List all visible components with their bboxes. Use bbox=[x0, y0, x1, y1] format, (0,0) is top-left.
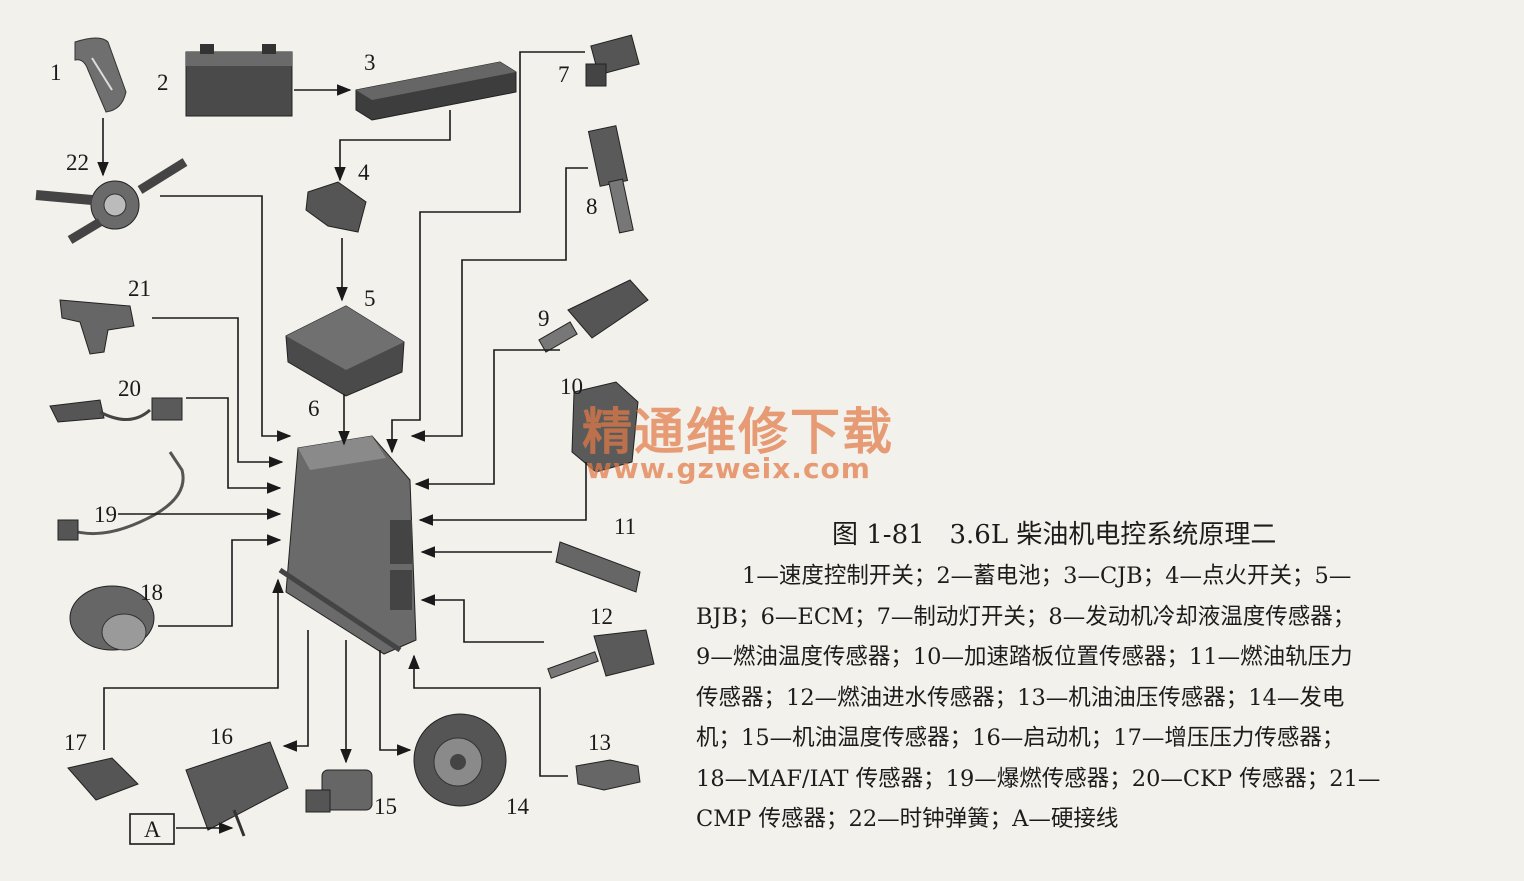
part-label-17: 17 bbox=[64, 730, 87, 755]
arrow-fuel-temp-to-ecm bbox=[414, 349, 560, 490]
brake-light-switch-image bbox=[585, 34, 640, 87]
arrow-clock-spring-to-ecm bbox=[160, 195, 292, 442]
part-label-2: 2 bbox=[157, 70, 169, 95]
part-label-22: 22 bbox=[66, 150, 89, 175]
part-label-3: 3 bbox=[364, 50, 376, 75]
figure-title: 图 1-81 3.6L 柴油机电控系统原理二 bbox=[832, 520, 1277, 550]
legend-line: 1—速度控制开关；2—蓄电池；3—CJB；4—点火开关；5— bbox=[742, 563, 1352, 589]
cjb-image bbox=[355, 61, 517, 121]
arrow-oil-pressure-to-ecm bbox=[408, 654, 568, 777]
part-label-8: 8 bbox=[586, 194, 598, 219]
connection-lines bbox=[97, 51, 588, 834]
part-label-16: 16 bbox=[210, 724, 233, 749]
part-label-11: 11 bbox=[614, 514, 636, 539]
part-label-1: 1 bbox=[50, 60, 62, 85]
water-in-fuel-sensor-image bbox=[547, 629, 655, 679]
clock-spring-image bbox=[35, 158, 188, 244]
part-label-5: 5 bbox=[364, 286, 376, 311]
part-label-19: 19 bbox=[94, 502, 117, 527]
arrow-ecm-to-alternator bbox=[379, 650, 412, 756]
legend-line: 9—燃油温度传感器；10—加速踏板位置传感器；11—燃油轨压力 bbox=[696, 644, 1353, 670]
coolant-temp-sensor-image bbox=[587, 125, 634, 234]
part-label-12: 12 bbox=[590, 604, 613, 629]
arrow-brake-switch-to-ecm bbox=[386, 51, 585, 454]
fuel-temp-sensor-image bbox=[538, 279, 649, 353]
arrow-water-in-fuel-to-ecm bbox=[420, 594, 544, 643]
part-label-14: 14 bbox=[506, 794, 530, 819]
alternator-image bbox=[413, 713, 507, 807]
starter-image bbox=[185, 741, 289, 837]
arrow-cjb-to-ignition bbox=[334, 110, 451, 182]
arrow-maf-to-ecm bbox=[158, 534, 282, 627]
oil-temp-sensor-image bbox=[305, 769, 373, 813]
legend-line: 传感器；12—燃油进水传感器；13—机油油压传感器；14—发电 bbox=[696, 684, 1345, 711]
legend-line: CMP 传感器；22—时钟弹簧；A—硬接线 bbox=[696, 806, 1119, 832]
part-label-7: 7 bbox=[558, 62, 570, 87]
arrow-ecm-to-starter bbox=[282, 630, 309, 752]
accel-pedal-sensor-image bbox=[571, 381, 639, 473]
part-label-4: 4 bbox=[358, 160, 370, 185]
battery-image bbox=[185, 44, 293, 117]
watermark-text: 精通维修下载 bbox=[582, 403, 894, 461]
arrow-cmp-to-ecm bbox=[152, 317, 284, 468]
maf-iat-sensor-image bbox=[69, 585, 155, 651]
arrow-coolant-sensor-to-ecm bbox=[410, 167, 588, 442]
fuel-rail-pressure-sensor-image bbox=[555, 541, 641, 593]
ckp-sensor-image bbox=[49, 397, 183, 423]
part-label-18: 18 bbox=[140, 580, 163, 605]
bjb-image bbox=[285, 305, 405, 397]
legend: 1—速度控制开关；2—蓄电池；3—CJB；4—点火开关；5— BJB；6—ECM… bbox=[696, 556, 1500, 840]
cmp-sensor-image bbox=[59, 299, 135, 355]
part-label-13: 13 bbox=[588, 730, 611, 755]
boost-pressure-sensor-image bbox=[67, 757, 139, 801]
part-label-9: 9 bbox=[538, 306, 550, 331]
ignition-switch-image bbox=[305, 181, 367, 233]
part-label-A: A bbox=[144, 817, 161, 842]
knock-sensor-image bbox=[57, 451, 185, 541]
hardwire-box bbox=[129, 813, 175, 845]
part-labels: 1 2 3 4 5 6 7 8 9 10 11 12 13 14 15 16 1… bbox=[50, 50, 636, 842]
part-label-15: 15 bbox=[374, 794, 397, 819]
speed-control-switch-image bbox=[74, 37, 127, 113]
part-label-6: 6 bbox=[308, 396, 320, 421]
part-label-10: 10 bbox=[560, 374, 583, 399]
part-label-21: 21 bbox=[128, 276, 151, 301]
legend-line: 机；15—机油温度传感器；16—启动机；17—增压压力传感器； bbox=[696, 725, 1345, 751]
watermark-url: www.gzweix.com bbox=[586, 452, 871, 485]
ecm-image bbox=[278, 435, 417, 655]
legend-line: 18—MAF/IAT 传感器；19—爆燃传感器；20—CKP 传感器；21— bbox=[696, 765, 1381, 792]
part-label-20: 20 bbox=[118, 376, 141, 401]
legend-line: BJB；6—ECM；7—制动灯开关；8—发动机冷却液温度传感器； bbox=[696, 603, 1356, 630]
arrow-boost-sensor-to-ecm bbox=[103, 578, 284, 750]
arrow-ckp-to-ecm bbox=[186, 397, 282, 494]
oil-pressure-sensor-image bbox=[575, 759, 641, 791]
arrow-accel-pedal-to-ecm bbox=[418, 462, 587, 526]
